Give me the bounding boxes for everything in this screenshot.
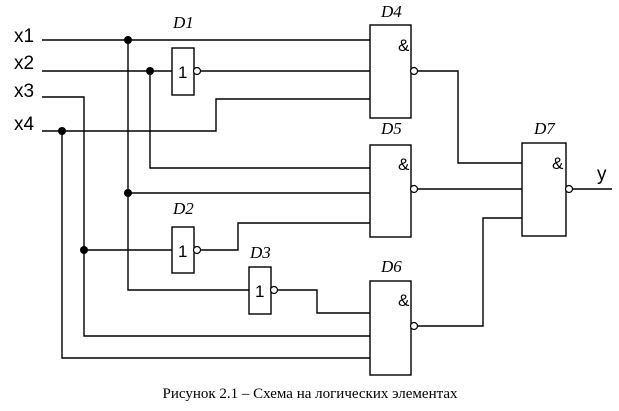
wire-x4 [42, 98, 370, 132]
gate-d3: 1 [248, 266, 279, 315]
gate-d6-symbol: & [398, 291, 410, 310]
gate-d6: & [369, 280, 419, 376]
gate-d2-symbol: 1 [178, 242, 187, 261]
wires [42, 39, 612, 359]
input-x4-label: x4 [14, 114, 35, 135]
junction-x4 [58, 127, 66, 135]
output-y-label: y [597, 164, 607, 185]
gate-d7-symbol: & [552, 154, 564, 173]
wire-d4-out [418, 70, 522, 164]
wire-x4-to-d6 [61, 131, 370, 359]
gate-d4-label: D4 [380, 2, 402, 21]
wire-d3-out [277, 289, 370, 314]
figure-caption: Рисунок 2.1 – Схема на логических элемен… [162, 386, 458, 402]
gate-d7: & [521, 142, 574, 237]
junction-x2 [146, 67, 154, 75]
junction-x1-d5 [124, 189, 132, 197]
gate-d5-symbol: & [398, 155, 410, 174]
wire-d2-out [200, 222, 370, 251]
wire-x2-to-d5 [149, 71, 370, 169]
wire-d6-out [418, 217, 522, 327]
input-x3-label: x3 [14, 81, 34, 102]
gate-d5-label: D5 [380, 119, 402, 138]
input-x1-label: x1 [14, 26, 34, 47]
gate-d6-label: D6 [380, 257, 402, 276]
gate-d7-label: D7 [533, 119, 556, 138]
junction-x3 [80, 246, 88, 254]
junction-x1 [124, 36, 132, 44]
wire-x1-bus [127, 40, 249, 291]
input-x2-label: x2 [14, 53, 34, 74]
wire-x3 [42, 96, 370, 337]
gate-d3-label: D3 [249, 243, 271, 262]
gate-d1-symbol: 1 [178, 63, 187, 82]
gate-d1-label: D1 [172, 13, 194, 32]
gate-d4-symbol: & [398, 36, 410, 55]
junctions [58, 36, 154, 254]
gate-d2: 1 [171, 226, 202, 274]
gate-d4: & [369, 24, 419, 119]
gate-d1: 1 [171, 47, 202, 96]
gate-d2-label: D2 [172, 199, 194, 218]
gate-d3-symbol: 1 [255, 282, 264, 301]
gate-d5: & [369, 144, 419, 238]
